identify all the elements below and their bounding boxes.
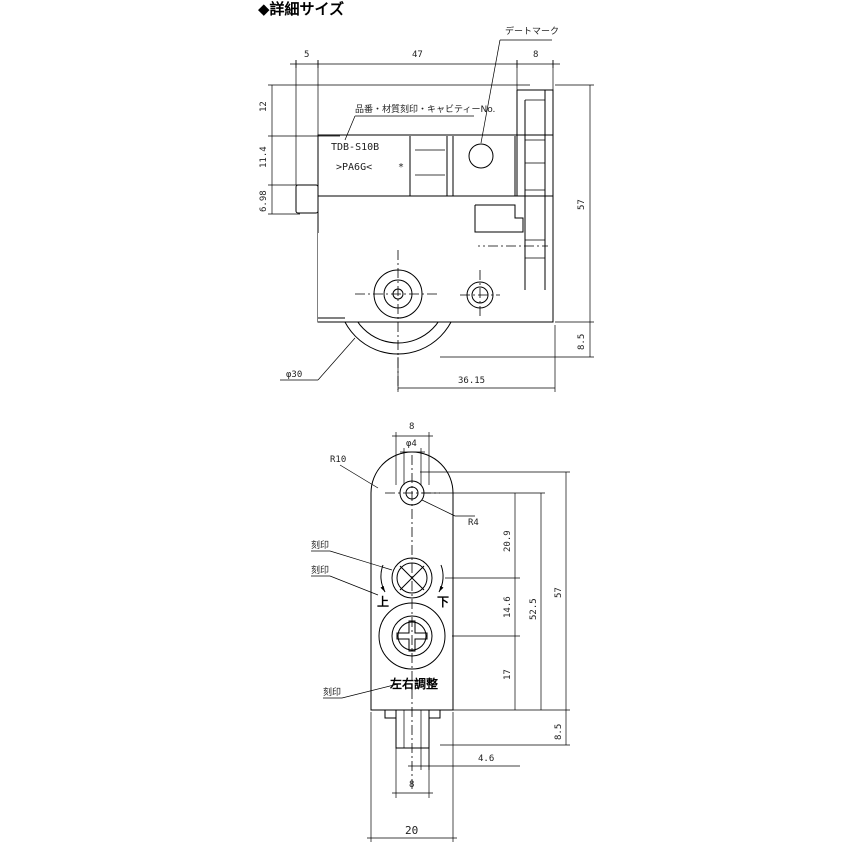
dim-8: 8 bbox=[533, 50, 538, 60]
dim-20: 20 bbox=[405, 824, 418, 837]
dim-47: 47 bbox=[412, 50, 423, 60]
part-number: TDB-S10B bbox=[331, 142, 379, 153]
front-body bbox=[370, 451, 454, 711]
height-adjuster bbox=[391, 557, 433, 599]
bottom-axle bbox=[395, 709, 430, 749]
lateral-adjuster bbox=[378, 602, 446, 670]
dim-17: 17 bbox=[503, 669, 513, 680]
dim-5: 5 bbox=[304, 50, 309, 60]
front-view: 8 φ4 R10 R4 上 下 左右調整 bbox=[311, 422, 570, 842]
page-title: ◆詳細サイズ bbox=[258, 0, 345, 18]
dim-6-98: 6.98 bbox=[259, 190, 269, 212]
engrave-label-2: 刻印 bbox=[311, 564, 329, 576]
material-mark: >PA6G< bbox=[336, 162, 372, 173]
dim-11-4: 11.4 bbox=[259, 146, 269, 168]
dim-4-6: 4.6 bbox=[478, 754, 494, 764]
cavity-mark: * bbox=[398, 162, 404, 173]
side-view: 5 47 8 12 11.4 6.98 57 8.5 bbox=[259, 25, 594, 392]
lr-adjust-label: 左右調整 bbox=[389, 676, 438, 691]
dim-r10: R10 bbox=[330, 455, 346, 465]
dim-8-5: 8.5 bbox=[577, 334, 587, 350]
dim-12: 12 bbox=[259, 101, 269, 112]
dim-8-bottom: 8 bbox=[409, 780, 414, 790]
dim-phi4: φ4 bbox=[406, 439, 417, 449]
product-label: 品番・材質刻印・キャビティーNo. bbox=[355, 103, 495, 115]
up-label: 上 bbox=[377, 594, 389, 609]
dim-57: 57 bbox=[577, 199, 587, 210]
dim-phi30: φ30 bbox=[286, 370, 302, 380]
dim-36-15: 36.15 bbox=[458, 376, 485, 386]
engrave-label-1: 刻印 bbox=[311, 539, 329, 551]
engrave-label-3: 刻印 bbox=[323, 686, 341, 698]
down-label: 下 bbox=[437, 595, 449, 609]
dim-52-5: 52.5 bbox=[529, 598, 539, 620]
dim-20-9: 20.9 bbox=[503, 530, 513, 552]
date-mark-circle bbox=[468, 143, 494, 169]
dim-57-front: 57 bbox=[554, 587, 564, 598]
dim-8-top: 8 bbox=[409, 422, 414, 432]
dim-14-6: 14.6 bbox=[503, 596, 513, 618]
date-mark-label: デートマーク bbox=[505, 25, 559, 37]
axle-stub bbox=[295, 184, 319, 214]
dim-r4: R4 bbox=[468, 518, 479, 528]
dim-8-5-front: 8.5 bbox=[554, 724, 564, 740]
